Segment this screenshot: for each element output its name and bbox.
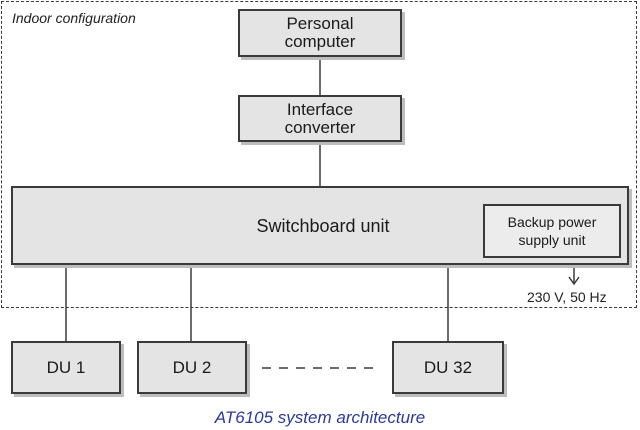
interface-converter-line-2: converter <box>284 117 356 137</box>
interface-converter-box: Interface converter <box>238 95 402 142</box>
du-32-box: DU 32 <box>392 341 504 394</box>
indoor-configuration-label: Indoor configuration <box>12 10 136 26</box>
backup-power-line-2: supply unit <box>518 232 586 248</box>
du-32-label: DU 32 <box>423 357 473 377</box>
switchboard-unit-label: Switchboard unit <box>256 216 390 236</box>
du-2-label: DU 2 <box>172 357 212 377</box>
indoor-configuration-frame <box>1 1 637 308</box>
power-arrow-head <box>568 276 580 286</box>
du-1-box: DU 1 <box>11 341 121 394</box>
personal-computer-line-1: Personal <box>286 14 354 33</box>
backup-power-supply-box: Backup power supply unit <box>483 204 621 258</box>
personal-computer-box: Personal computer <box>238 9 402 57</box>
interface-converter-line-1: Interface <box>286 99 354 119</box>
power-supply-label: 230 V, 50 Hz <box>527 289 607 305</box>
du-2-box: DU 2 <box>137 341 247 394</box>
personal-computer-line-2: computer <box>284 32 356 51</box>
du-1-label: DU 1 <box>46 357 86 377</box>
diagram-caption: AT6105 system architecture <box>214 408 426 427</box>
backup-power-line-1: Backup power <box>507 214 597 230</box>
